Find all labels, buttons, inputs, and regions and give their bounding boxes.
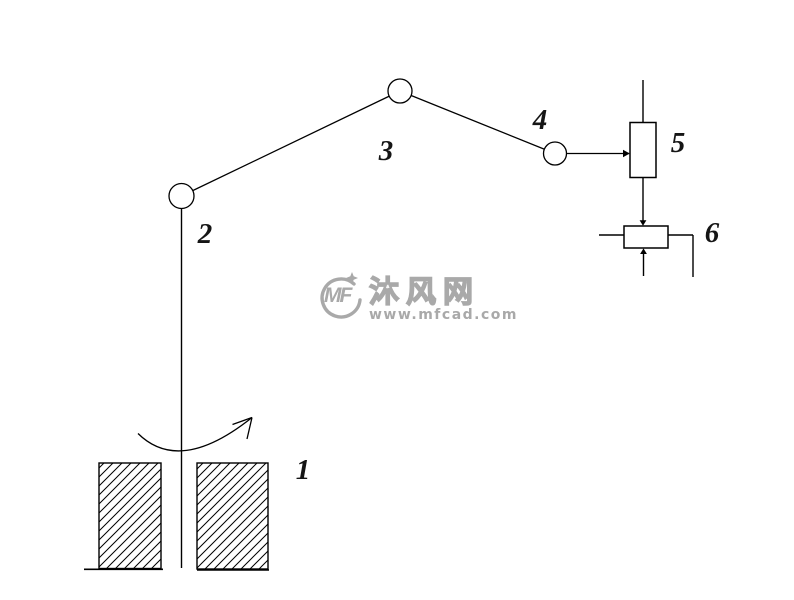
joint-3-circle xyxy=(387,78,413,104)
joint-2-circle xyxy=(168,182,195,210)
mfcad-logo-swoosh-icon xyxy=(320,272,362,319)
part-label-6: 6 xyxy=(705,217,720,249)
rotation-arrowhead-icon xyxy=(232,416,253,440)
part-label-3: 3 xyxy=(378,135,394,167)
watermark: MF 沐风网 www.mfcad.com xyxy=(316,269,518,322)
mf-logo-text: MF xyxy=(324,284,352,307)
part-label-5: 5 xyxy=(671,127,686,159)
block-6-rect xyxy=(623,225,669,249)
part-label-2: 2 xyxy=(197,218,213,250)
ground-hatch-left xyxy=(98,462,162,570)
rotation-arc xyxy=(137,416,253,452)
joint-4-circle xyxy=(542,141,568,166)
part-label-4: 4 xyxy=(532,104,548,136)
part-label-1: 1 xyxy=(296,454,311,486)
link-2-line xyxy=(181,90,401,197)
watermark-site-url: www.mfcad.com xyxy=(369,307,518,323)
watermark-text: 沐风网 www.mfcad.com xyxy=(368,269,518,323)
arrowhead-block6-bottom-icon xyxy=(640,248,647,254)
sparkle-icon xyxy=(346,272,358,284)
arrowhead-into-slider5-icon xyxy=(623,149,630,158)
arrowhead-into-block6-top-icon xyxy=(639,220,647,226)
link-3-line xyxy=(399,90,556,155)
mfcad-logo: MF xyxy=(316,269,366,321)
watermark-site-name: 沐风网 xyxy=(368,275,480,310)
slider-5-rect xyxy=(629,121,657,179)
ground-hatch-right xyxy=(196,462,269,570)
